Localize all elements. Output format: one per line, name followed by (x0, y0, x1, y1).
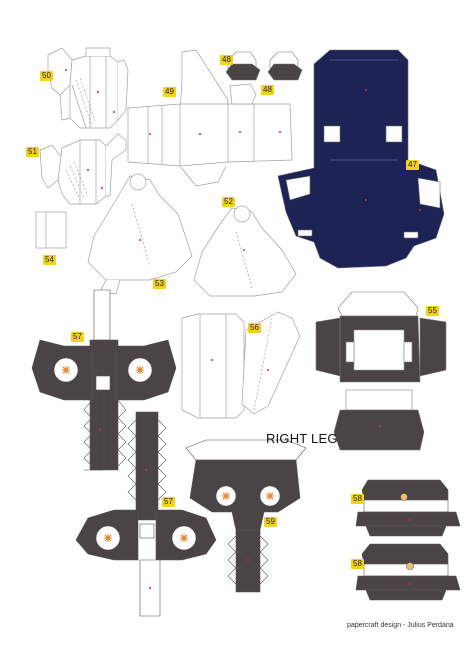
part-56-piece (181, 311, 301, 419)
part-label-48a: 48 (220, 55, 233, 65)
part-label-54: 54 (43, 255, 56, 265)
part-label-58a: 58 (351, 494, 364, 504)
part-52-piece (193, 205, 297, 297)
part-label-47: 47 (406, 160, 419, 170)
part-57b-ornaments (104, 534, 188, 542)
part-50-piece (47, 47, 129, 129)
part-label-56: 56 (248, 323, 261, 333)
part-59-ornaments (222, 492, 274, 500)
part-label-55: 55 (426, 306, 439, 316)
part-label-52: 52 (222, 197, 235, 207)
part-label-51: 51 (26, 147, 39, 157)
part-label-57b: 57 (162, 497, 175, 507)
design-credit: papercraft design - Julius Perdana (347, 622, 454, 629)
part-57a-piece (31, 289, 177, 471)
part-51-piece (39, 133, 127, 205)
part-label-53: 53 (153, 279, 166, 289)
part-label-50: 50 (40, 71, 53, 81)
part-57a-ornaments (62, 366, 144, 374)
part-label-58b: 58 (351, 559, 364, 569)
part-label-57a: 57 (71, 332, 84, 342)
part-54-piece (35, 211, 67, 249)
part-48a-piece (225, 51, 261, 81)
part-label-48b: 48 (261, 85, 274, 95)
part-58a-piece (355, 479, 461, 537)
part-58b-piece (355, 543, 461, 601)
part-49-piece (127, 49, 293, 187)
part-47-piece (277, 49, 445, 269)
sheet-title: RIGHT LEG (266, 431, 338, 446)
part-55-piece (315, 291, 447, 451)
part-48b-piece (267, 51, 303, 81)
part-label-49: 49 (163, 87, 176, 97)
part-53-piece (87, 173, 193, 295)
part-label-59: 59 (264, 517, 277, 527)
fold-markers (65, 69, 421, 589)
part-57b-piece (75, 411, 217, 617)
